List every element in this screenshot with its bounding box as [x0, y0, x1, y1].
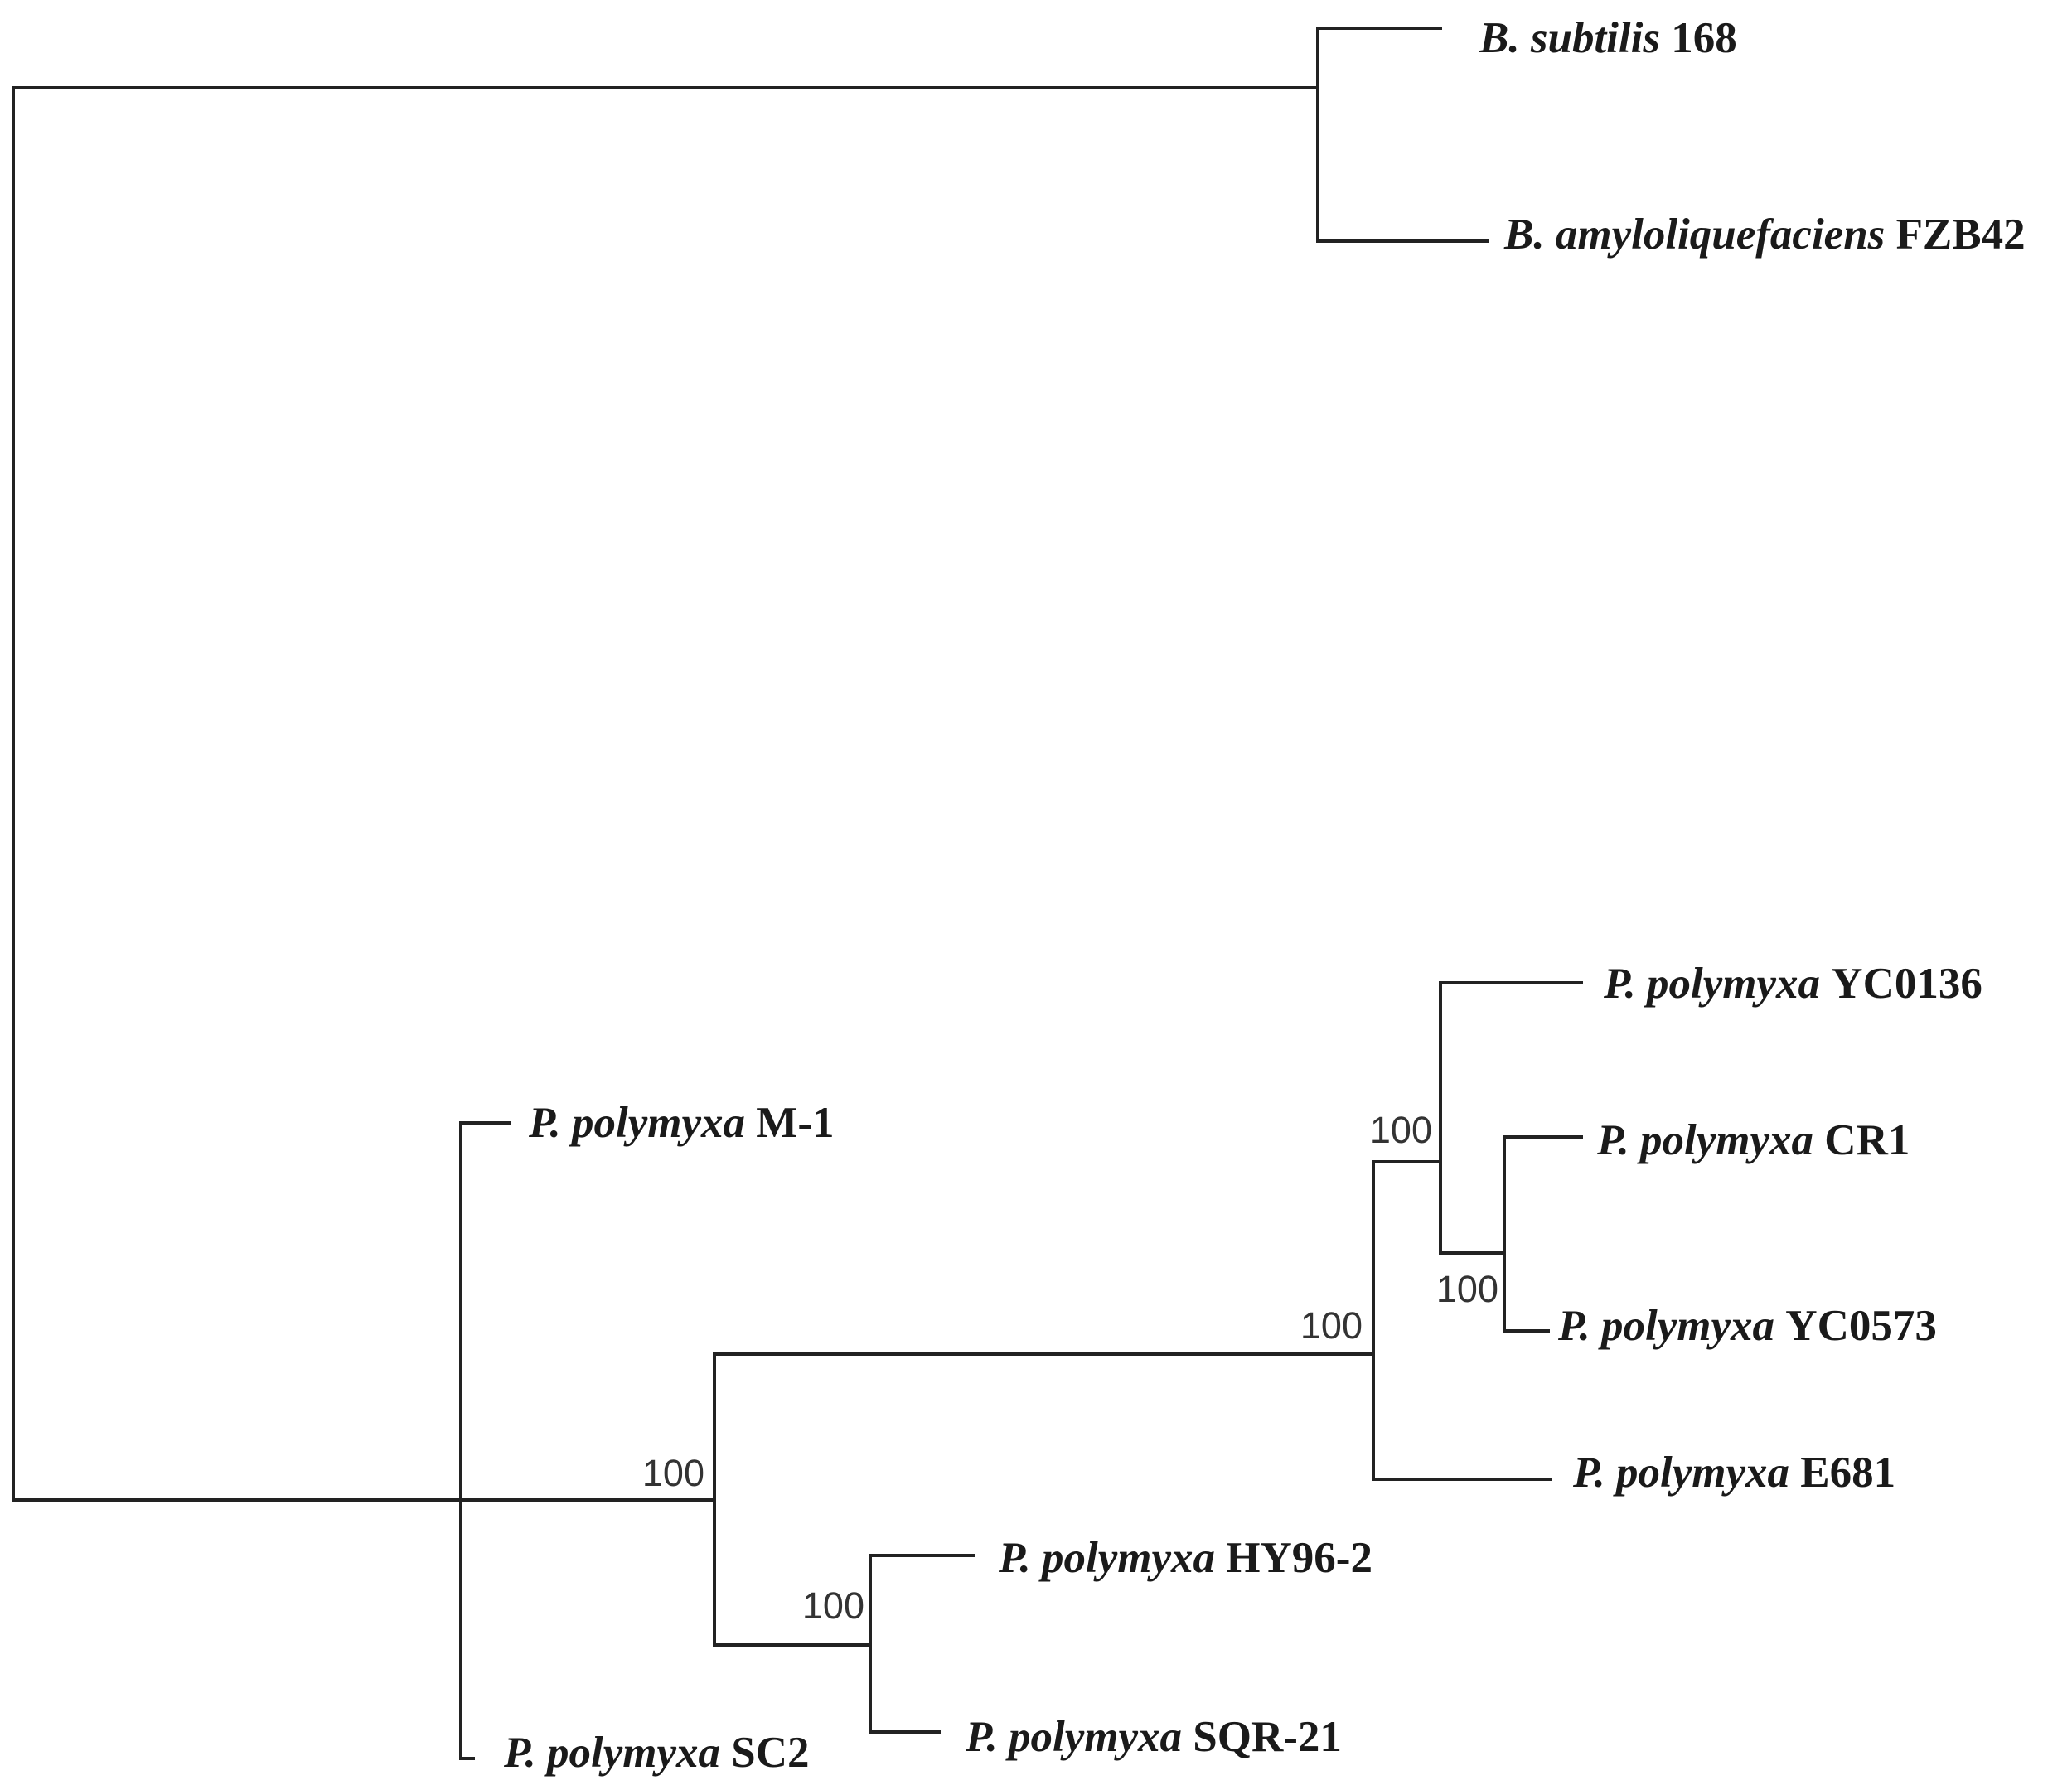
leaf-p-polymyxa-yc0573: P. polymyxa YC0573	[1557, 1302, 1937, 1350]
leaf-p-polymyxa-yc0136: P. polymyxa YC0136	[1603, 960, 1982, 1008]
leaf-p-polymyxa-sc2: P. polymyxa SC2	[503, 1729, 810, 1777]
tree-branches	[12, 27, 1583, 1760]
leaf-labels: B. subtilis 168 B. amyloliquefaciens FZB…	[503, 14, 2026, 1777]
support-values: 100 100 100 100 100	[642, 1109, 1498, 1627]
support-value-e681-clade: 100	[1300, 1304, 1363, 1347]
support-value-yc0136-clade: 100	[1370, 1109, 1432, 1151]
leaf-p-polymyxa-cr1: P. polymyxa CR1	[1596, 1116, 1910, 1164]
leaf-b-amyloliquefaciens-fzb42: B. amyloliquefaciens FZB42	[1503, 210, 2026, 259]
leaf-b-subtilis-168: B. subtilis 168	[1479, 14, 1737, 62]
support-value-core-node: 100	[642, 1452, 704, 1494]
leaf-p-polymyxa-sqr-21: P. polymyxa SQR-21	[965, 1713, 1342, 1761]
support-value-hy-sqr: 100	[802, 1584, 864, 1627]
support-value-cr1-yc0573: 100	[1436, 1268, 1498, 1310]
leaf-p-polymyxa-e681: P. polymyxa E681	[1572, 1449, 1895, 1497]
leaf-p-polymyxa-m-1: P. polymyxa M-1	[528, 1099, 834, 1147]
leaf-p-polymyxa-hy96-2: P. polymyxa HY96-2	[998, 1534, 1372, 1582]
